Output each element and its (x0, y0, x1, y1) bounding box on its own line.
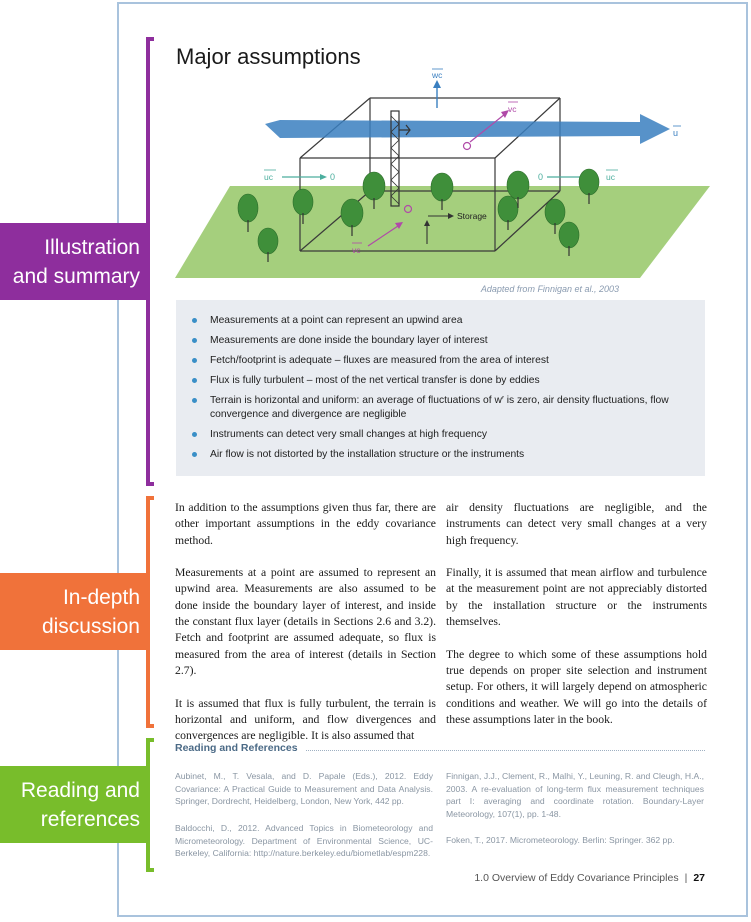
box-edge (494, 190, 561, 252)
tree-icon (578, 168, 600, 204)
trees (237, 168, 600, 265)
page-heading: Major assumptions (176, 44, 361, 69)
storage-up-arrowhead (424, 220, 430, 226)
label-line: discussion (41, 614, 140, 638)
reference-item: Foken, T., 2017. Micrometeorology. Berli… (446, 835, 675, 845)
summary-item: Measurements are done inside the boundar… (192, 334, 691, 348)
vc-top-marker (462, 141, 472, 151)
tree-icon (558, 221, 580, 256)
summary-list: Measurements at a point can represent an… (192, 314, 691, 462)
wc-arrowhead (433, 80, 441, 88)
vc-bottom-arrow (367, 225, 399, 247)
references-title: Reading and References (175, 742, 298, 754)
paragraph: In addition to the assumptions given thu… (175, 501, 436, 547)
label-line: In-depth (62, 585, 140, 609)
label-line: Reading and (20, 778, 140, 802)
flux-box-diagram: wc vc u uc 0 0 uc Storage vc (175, 68, 710, 278)
summary-item: Fetch/footprint is adequate – fluxes are… (192, 354, 691, 368)
discussion-column-left: In addition to the assumptions given thu… (175, 500, 436, 744)
label-zero-left: 0 (330, 172, 335, 182)
label-line: and summary (12, 264, 140, 288)
label-vc-bottom: vc (352, 245, 361, 255)
paragraph: It is assumed that flux is fully turbule… (175, 696, 436, 743)
flux-tower (390, 110, 400, 207)
paragraph: Finally, it is assumed that mean airflow… (446, 566, 707, 629)
label-uc-left: uc (264, 172, 274, 182)
sonic-anemometer (399, 124, 411, 136)
uc-left-arrowhead (320, 174, 327, 180)
paragraph: air density fluctuations are negligible,… (446, 501, 707, 547)
label-wc: wc (431, 70, 443, 80)
summary-item: Flux is fully turbulent – most of the ne… (192, 374, 691, 388)
label-u: u (673, 128, 678, 138)
chapter-title: 1.0 Overview of Eddy Covariance Principl… (474, 872, 679, 884)
section-label-references: Reading and references (0, 766, 150, 843)
summary-item: Terrain is horizontal and uniform: an av… (192, 394, 691, 422)
dotted-rule (305, 745, 705, 751)
summary-box: Measurements at a point can represent an… (176, 300, 705, 476)
tower-lattice (390, 115, 400, 205)
page-footer: 1.0 Overview of Eddy Covariance Principl… (474, 872, 705, 884)
tree-icon (362, 171, 386, 209)
reference-item: Aubinet, M., T. Vesala, and D. Papale (E… (175, 771, 433, 806)
vc-bottom-arrowhead (395, 222, 403, 229)
label-uc-right: uc (606, 172, 616, 182)
reference-item: Finnigan, J.J., Clement, R., Malhi, Y., … (446, 771, 704, 819)
section-label-illustration: Illustration and summary (0, 223, 150, 300)
diagram-caption: Adapted from Finnigan et al., 2003 (480, 284, 619, 294)
tree-icon (430, 172, 454, 210)
tower-base-marker (403, 204, 413, 214)
discussion-column-right: air density fluctuations are negligible,… (446, 500, 707, 728)
tree-icon (551, 243, 569, 265)
box-edge (299, 190, 371, 252)
tree-icon (497, 195, 519, 230)
tree-icon (506, 170, 530, 208)
page-number: 27 (693, 872, 705, 884)
tree-icon (292, 188, 314, 224)
summary-item: Air flow is not distorted by the install… (192, 448, 691, 462)
label-zero-right: 0 (538, 172, 543, 182)
vc-top-arrow (469, 113, 506, 143)
paragraph: Measurements at a point are assumed to r… (175, 566, 436, 677)
summary-item: Measurements at a point can represent an… (192, 314, 691, 328)
references-heading: Reading and References (175, 742, 705, 754)
storage-arrowhead (448, 213, 454, 219)
paragraph: The degree to which some of these assump… (446, 647, 707, 726)
label-vc-top: vc (508, 104, 517, 114)
label-storage: Storage (457, 211, 487, 221)
label-line: Illustration (44, 235, 140, 259)
tree-icon (544, 198, 566, 234)
mean-wind-arrow (265, 114, 670, 144)
reference-item: Baldocchi, D., 2012. Advanced Topics in … (175, 823, 433, 858)
tree-icon (257, 227, 279, 262)
tree-icon (237, 193, 259, 232)
vc-top-arrowhead (501, 110, 509, 118)
label-line: references (40, 807, 140, 831)
tree-icon (340, 198, 364, 236)
summary-item: Instruments can detect very small change… (192, 428, 691, 442)
footer-separator: | (684, 872, 688, 884)
section-label-discussion: In-depth discussion (0, 573, 150, 650)
